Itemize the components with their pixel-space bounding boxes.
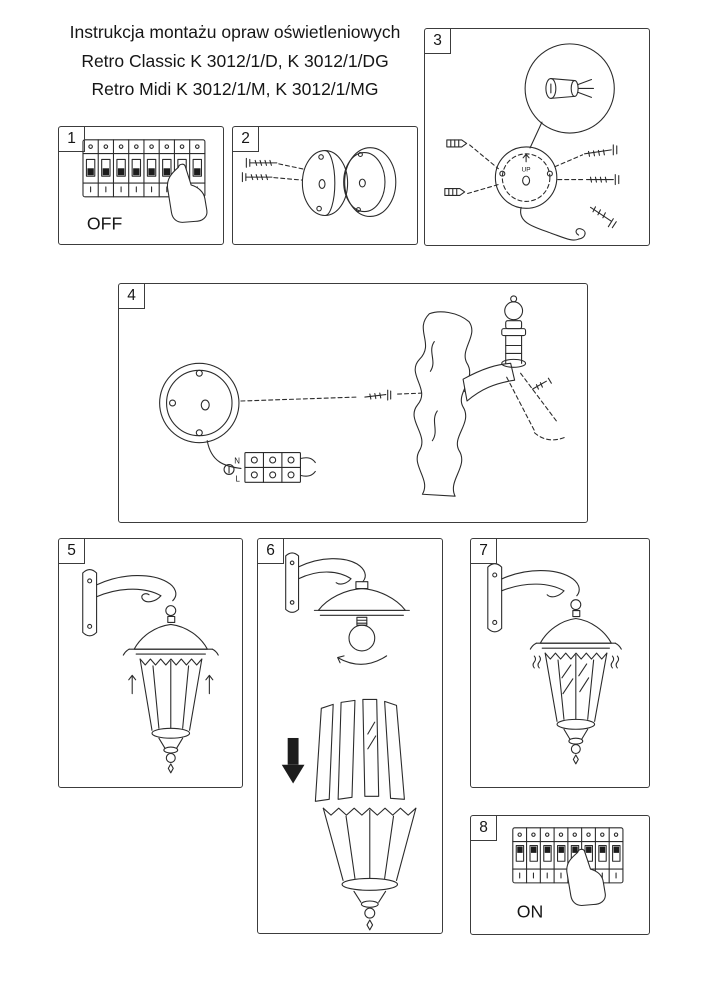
rotation-arrow [337,655,388,665]
wall-anchors [444,139,499,197]
cover-plate [343,147,397,218]
title-line-2: Retro Classic K 3012/1/D, K 3012/1/DG [81,50,389,71]
step-3-number: 3 [425,29,451,54]
step-5-number: 5 [59,539,85,564]
step-2-panel: 2 [232,126,418,245]
terminal-block: N L [223,452,316,483]
step-1-illustration: OFF [82,139,208,233]
step-6-panel: 6 [257,538,443,934]
lamp-post [501,295,527,368]
pointing-hand-icon [566,848,606,907]
terminal-n-label: N [234,456,240,465]
wall-plate: UP [494,146,558,209]
back-plate [301,150,349,217]
step-7-number: 7 [471,539,497,564]
wall-bracket [285,552,366,613]
terminal-l-label: L [236,474,241,483]
up-label: UP [522,167,531,174]
step-4-number: 4 [119,284,145,309]
direction-arrows [128,674,214,695]
step-8-illustration: ON [512,827,624,921]
step-3-illustration: UP [444,43,620,241]
step-5-illustration [82,568,219,774]
lantern-body [322,807,417,931]
detail-circle [524,43,615,149]
bracket-arm [413,311,516,497]
document-title: Instrukcja montażu opraw oświetleniowych… [35,18,435,104]
on-label: ON [517,901,544,921]
mounting-screws [241,157,305,183]
lamp-shade [313,581,410,616]
step-6-illustration [281,552,417,931]
title-line-3: Retro Midi K 3012/1/M, K 3012/1/MG [91,79,379,99]
step-1-number: 1 [59,127,85,152]
step-4-panel: N L [118,283,588,523]
step-8-panel: ON 8 [470,815,650,935]
wall-bracket [487,563,580,633]
lantern [529,599,622,765]
off-label: OFF [87,213,123,233]
step-2-number: 2 [233,127,259,152]
step-4-illustration: N L [159,295,567,497]
title-line-1: Instrukcja montażu opraw oświetleniowych [69,22,401,42]
fixing-screws [554,144,620,229]
vent-marks [532,655,620,669]
step-2-illustration [241,147,397,218]
step-7-panel: 7 [470,538,650,788]
wall-plate [159,362,240,444]
wall-bracket [82,568,177,637]
power-wire [520,206,586,241]
glass-panels [314,698,405,802]
circuit-breaker-panel [512,827,624,884]
insert-arrow-icon [281,737,305,784]
small-screw [364,389,392,401]
lantern-position-hints [506,372,567,441]
step-8-number: 8 [471,816,497,841]
light-bulb [348,616,376,652]
pointing-hand-icon [166,163,208,223]
step-1-panel: OFF 1 [58,126,224,245]
step-7-illustration [487,563,622,765]
step-6-number: 6 [258,539,284,564]
wire-connector [545,77,595,99]
power-wire [206,440,242,469]
step-3-panel: UP 3 [424,28,650,246]
lantern [122,605,219,774]
step-5-panel: 5 [58,538,243,788]
